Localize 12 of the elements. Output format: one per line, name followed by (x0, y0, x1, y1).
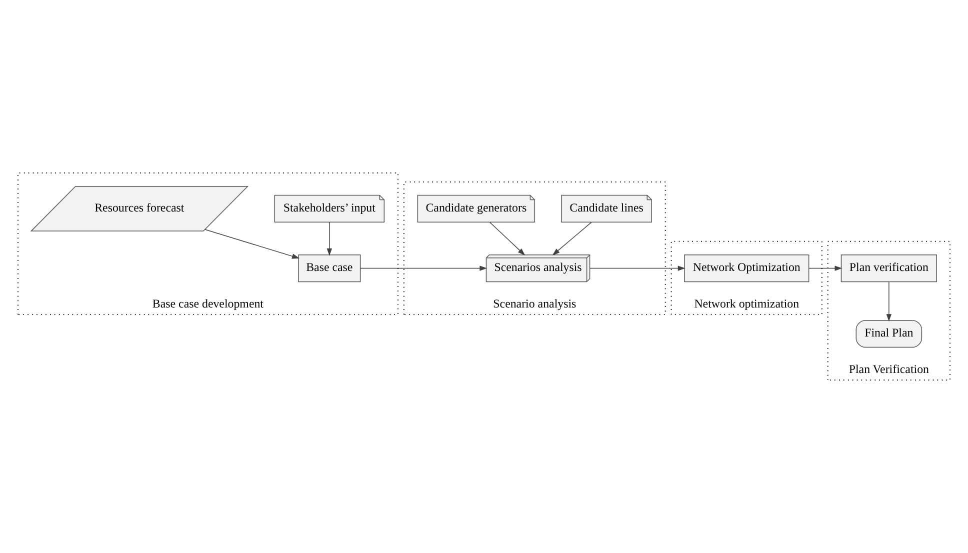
arrow (552, 222, 592, 256)
arrow (590, 266, 686, 271)
arrow (204, 229, 300, 259)
arrow (360, 266, 488, 271)
arrow (326, 222, 332, 256)
node-box: Final Plan (856, 320, 922, 348)
arrow (886, 282, 892, 322)
node-box: Base case (298, 254, 361, 282)
node-box: Network Optimization (684, 254, 810, 282)
arrow (808, 266, 842, 271)
node-box: Plan verification (840, 254, 937, 282)
arrow (490, 222, 526, 256)
